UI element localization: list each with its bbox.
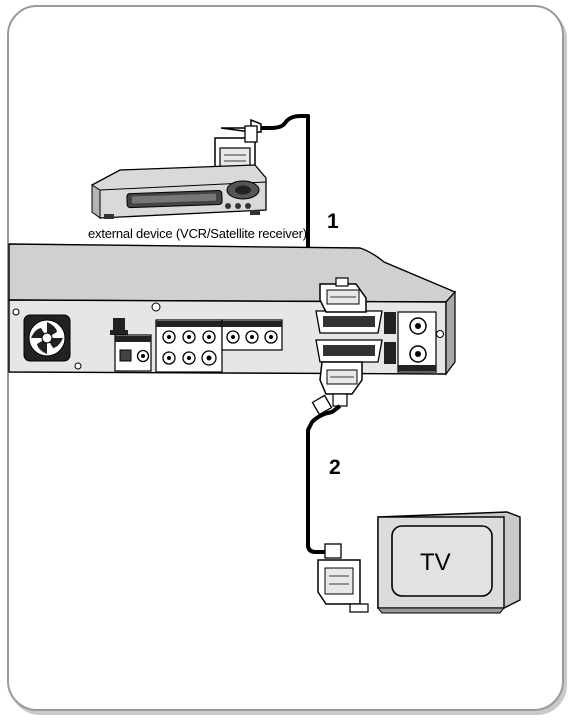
step-2-label: 2 [329, 456, 341, 479]
scart-plug-icon [317, 543, 369, 613]
scart-plug-icon [319, 361, 363, 407]
cable-2 [306, 404, 342, 554]
tv-set-icon [376, 511, 521, 614]
step-1-label: 1 [327, 210, 339, 233]
external-device-label: external device (VCR/Satellite receiver) [88, 226, 307, 241]
vcr-device-icon [91, 164, 267, 219]
scart-plug-icon [319, 277, 367, 313]
dvd-recorder-icon [8, 243, 457, 376]
tv-label: TV [420, 549, 451, 576]
cooling-fan-icon [23, 314, 82, 370]
